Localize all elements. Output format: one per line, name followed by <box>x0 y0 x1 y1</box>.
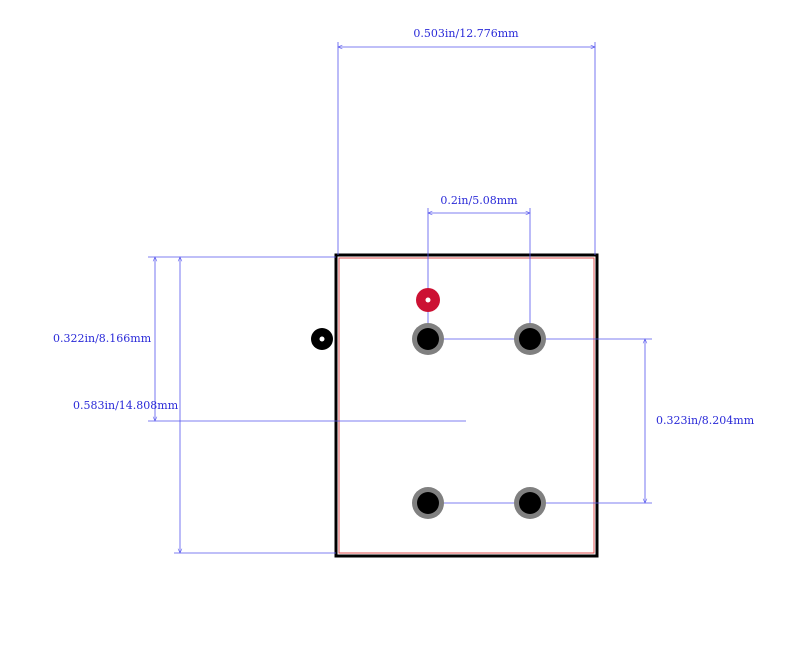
pad-4 <box>514 487 546 519</box>
pad-3 <box>412 487 444 519</box>
label-pitch-horizontal: 0.2in/5.08mm <box>440 194 518 207</box>
label-pitch-vertical: 0.323in/8.204mm <box>656 414 755 427</box>
pad-2 <box>514 323 546 355</box>
pad-1 <box>412 323 444 355</box>
label-height-total: 0.583in/14.808mm <box>73 399 179 412</box>
label-height-offset: 0.322in/8.166mm <box>53 332 152 345</box>
courtyard-outline <box>338 257 595 554</box>
pin1-marker-dot <box>425 297 431 303</box>
orientation-marker-dot <box>319 336 325 342</box>
label-width-total: 0.503in/12.776mm <box>413 27 519 40</box>
component-outline <box>334 253 599 558</box>
